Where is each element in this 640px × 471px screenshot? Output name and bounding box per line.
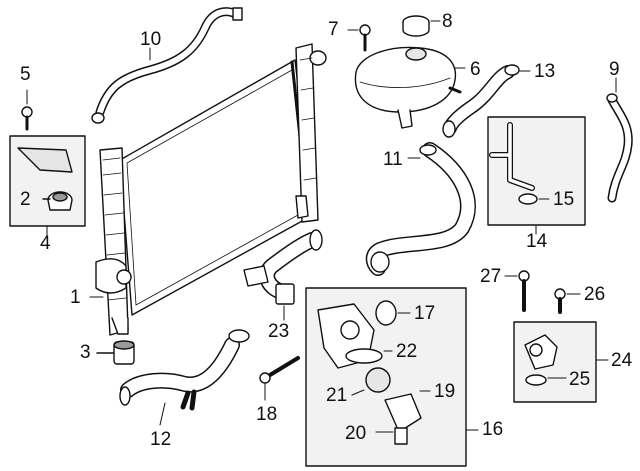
callout-1: 1 bbox=[70, 287, 81, 308]
callout-21: 21 bbox=[326, 385, 348, 406]
hose-part-23 bbox=[243, 229, 323, 321]
hose-part-11 bbox=[365, 142, 476, 276]
box-part-24 bbox=[513, 321, 609, 403]
callout-5: 5 bbox=[20, 64, 31, 85]
callout-22: 22 bbox=[396, 341, 418, 362]
callout-19: 19 bbox=[434, 381, 456, 402]
callout-18: 18 bbox=[256, 404, 278, 425]
radiator-part-1 bbox=[95, 43, 327, 336]
callout-20: 20 bbox=[345, 423, 367, 444]
callout-27: 27 bbox=[480, 266, 502, 287]
bolt-part-5 bbox=[21, 89, 33, 131]
callout-4: 4 bbox=[40, 233, 51, 254]
box-part-16 bbox=[305, 287, 479, 467]
hose-part-13 bbox=[442, 64, 531, 138]
callout-25: 25 bbox=[569, 369, 591, 390]
hose-part-9 bbox=[606, 77, 633, 203]
box-part-14 bbox=[487, 116, 586, 235]
bolt-part-18 bbox=[259, 356, 300, 401]
callout-17: 17 bbox=[414, 303, 436, 324]
callout-13: 13 bbox=[534, 61, 556, 82]
bolt-part-26 bbox=[554, 288, 581, 314]
box-part-4 bbox=[9, 135, 86, 237]
callout-11: 11 bbox=[383, 149, 403, 170]
callout-7: 7 bbox=[328, 19, 339, 40]
callout-9: 9 bbox=[609, 59, 620, 80]
callout-14: 14 bbox=[526, 231, 548, 252]
callout-16: 16 bbox=[482, 419, 504, 440]
callout-26: 26 bbox=[584, 284, 606, 305]
callout-6: 6 bbox=[470, 59, 481, 80]
callout-24: 24 bbox=[611, 350, 633, 371]
hose-part-10 bbox=[91, 7, 243, 124]
bolt-part-27 bbox=[504, 270, 530, 312]
bolt-part-7 bbox=[347, 24, 371, 52]
callout-23: 23 bbox=[268, 321, 290, 342]
callout-15: 15 bbox=[553, 189, 575, 210]
reservoir-part-6 bbox=[354, 46, 466, 129]
callout-10: 10 bbox=[140, 29, 162, 50]
callout-3: 3 bbox=[80, 342, 91, 363]
grommet-part-3 bbox=[96, 340, 135, 365]
cap-part-8 bbox=[402, 15, 441, 37]
callout-2: 2 bbox=[20, 189, 31, 210]
hose-part-12 bbox=[119, 329, 250, 426]
callout-8: 8 bbox=[442, 11, 453, 32]
callout-12: 12 bbox=[150, 429, 172, 450]
